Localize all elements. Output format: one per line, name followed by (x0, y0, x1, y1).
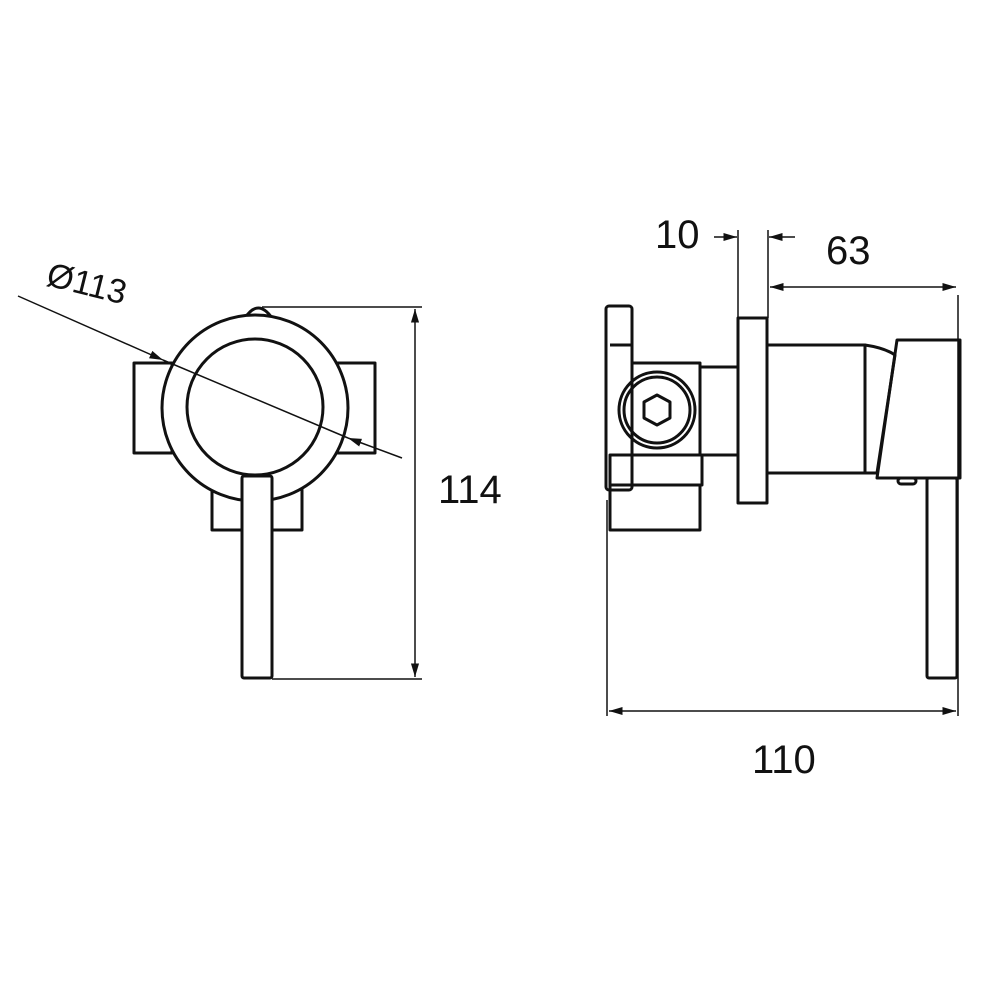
height-label: 114 (438, 468, 502, 512)
wall-plate (736, 316, 769, 505)
front-view: Ø113 114 (17, 256, 502, 680)
spindle-cylinder (765, 343, 867, 475)
hex-socket-icon (642, 393, 672, 427)
handle-pin (896, 476, 918, 486)
diameter-label: Ø113 (43, 256, 130, 312)
plate-label: 10 (655, 213, 700, 257)
depth-label: 63 (826, 229, 871, 273)
nut-inner (622, 375, 692, 445)
width-label: 110 (752, 738, 816, 782)
lower-block (608, 453, 704, 487)
side-lever (925, 476, 959, 680)
lower-body (608, 483, 702, 532)
diameter-leader-left (17, 295, 164, 361)
diameter-line (162, 359, 349, 439)
lever-handle (240, 474, 274, 680)
pipe-neck (698, 365, 740, 457)
side-view: 110 10 63 (604, 213, 962, 782)
diameter-leader-right (347, 437, 403, 459)
nut-outer (617, 370, 697, 450)
cover-plate-outer (160, 313, 350, 503)
handle-head (875, 338, 962, 480)
